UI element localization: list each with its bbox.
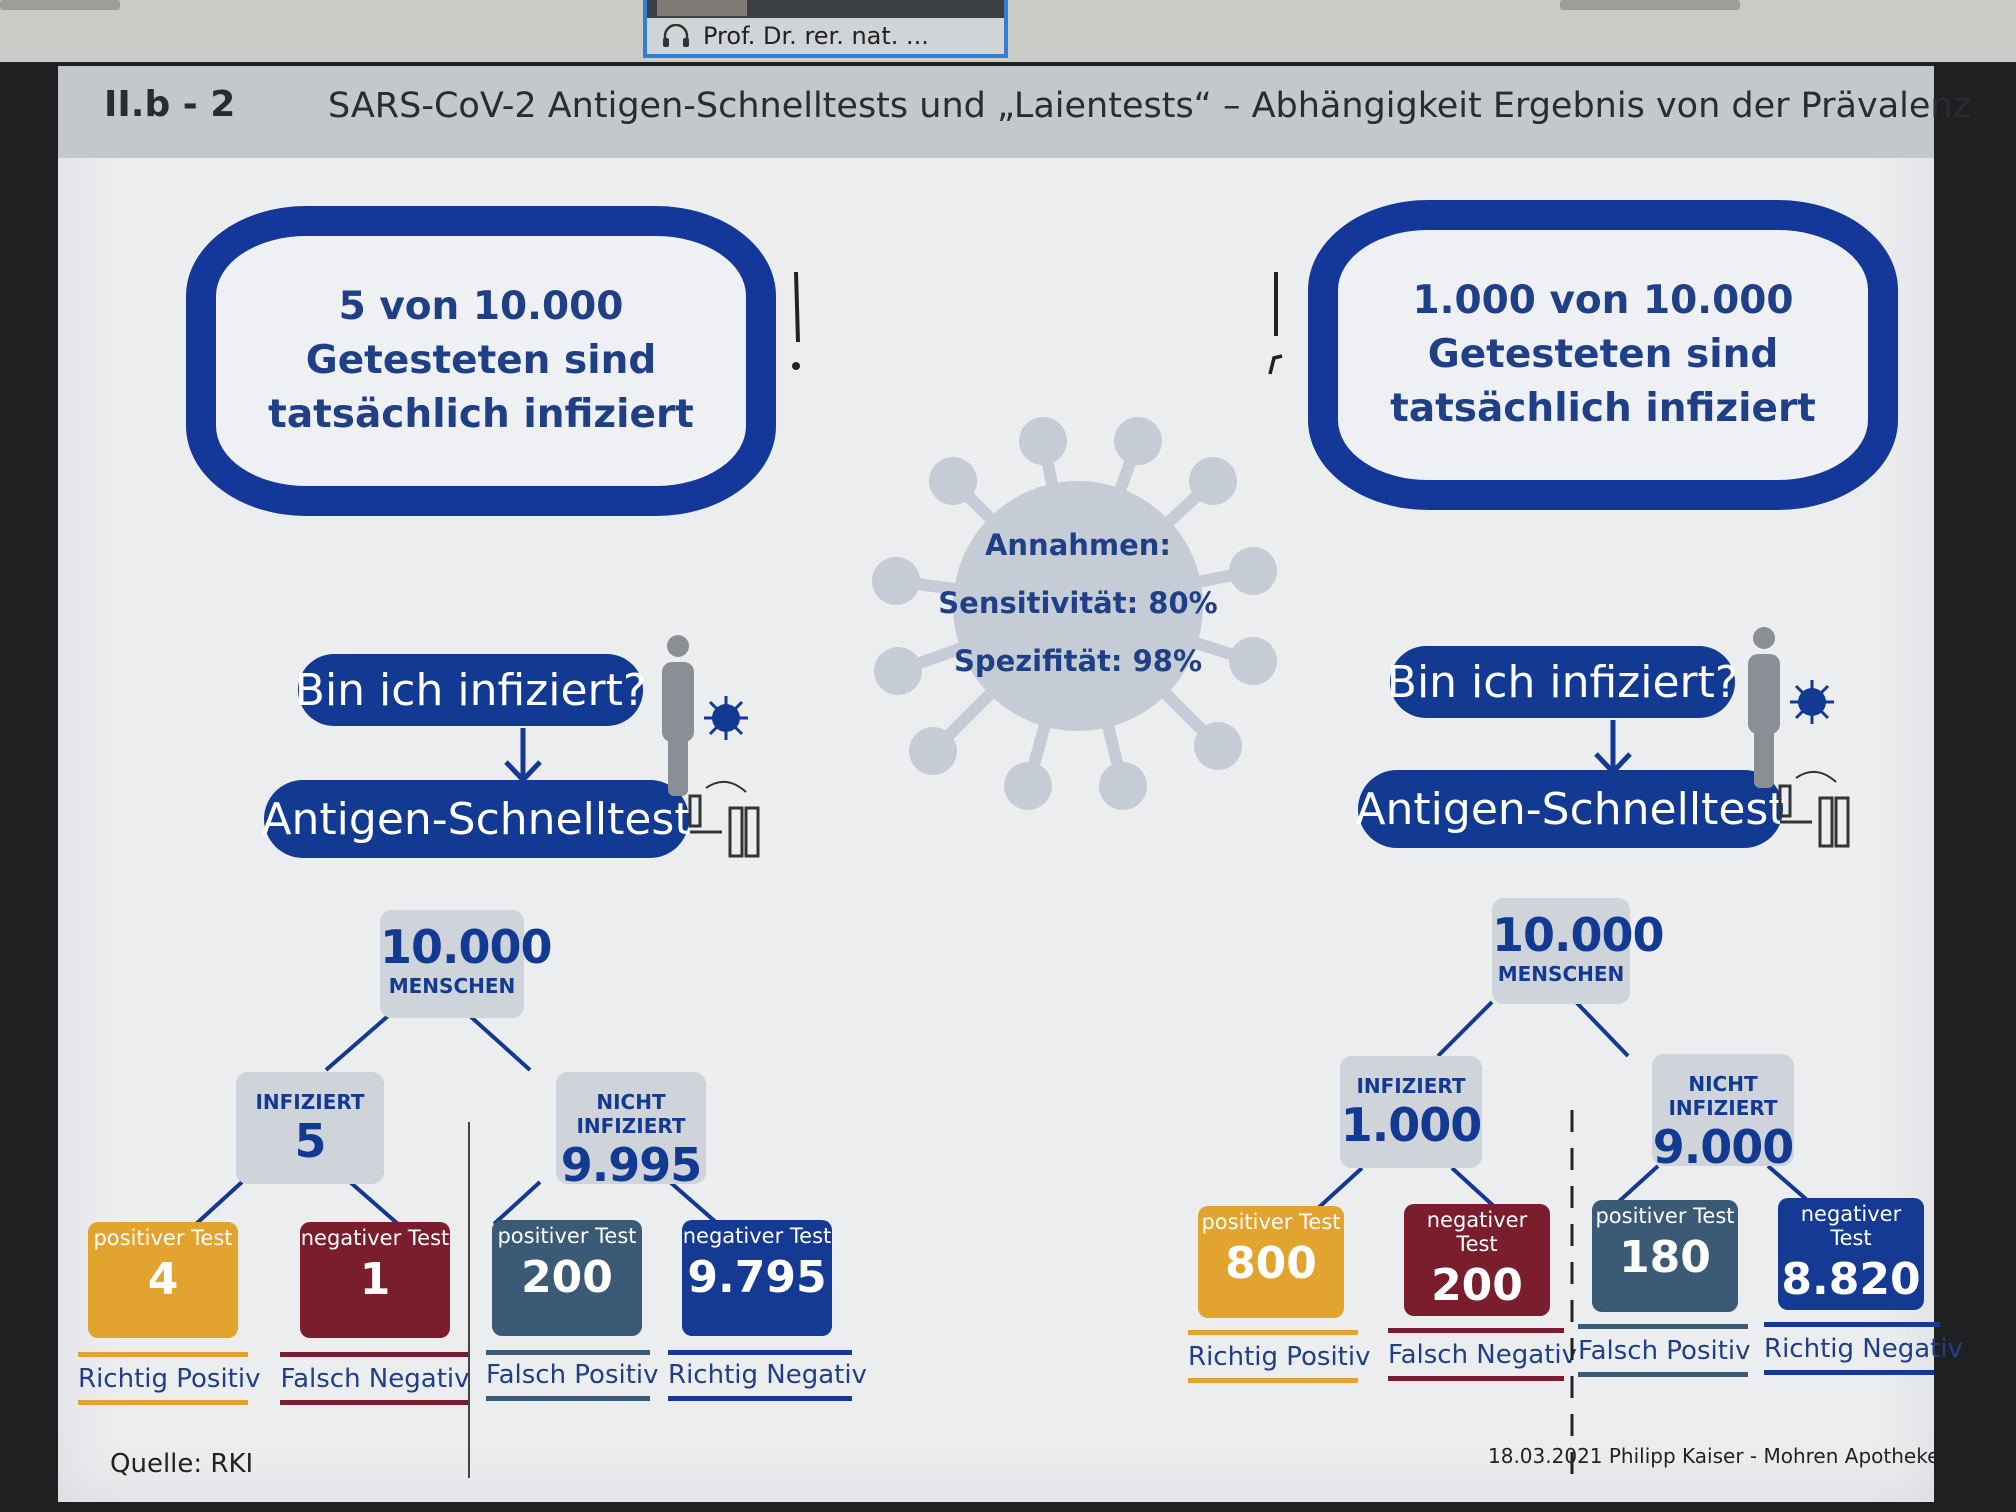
result-label: Falsch Negativ <box>1388 1340 1577 1370</box>
underline-wine <box>1388 1376 1564 1381</box>
meeting-top-bar: Prof. Dr. rer. nat. ... <box>0 0 2016 62</box>
participant-name-bar: Prof. Dr. rer. nat. ... <box>647 18 1004 54</box>
arrow-down-icon <box>1594 720 1632 776</box>
prevalence-line: Getesteten sind <box>305 338 657 383</box>
result-label: Richtig Negativ <box>668 1360 867 1390</box>
prevalence-box-right: 1.000 von 10.000 Getesteten sind tatsäch… <box>1308 200 1898 510</box>
outcome-box-true-negative-right: negativer Test 8.820 <box>1778 1198 1924 1310</box>
participant-video-tile[interactable]: Prof. Dr. rer. nat. ... <box>643 0 1008 58</box>
assumptions-heading: Annahmen: <box>984 528 1172 562</box>
infected-node-right: INFIZIERT 1.000 <box>1340 1056 1482 1168</box>
test-kit-icon <box>688 781 760 858</box>
prevalence-line: 1.000 von 10.000 <box>1412 278 1794 323</box>
test-pill-right: Antigen-Schnelltest <box>1355 770 1786 848</box>
result-label: Falsch Positiv <box>1578 1336 1751 1366</box>
not-infected-node-left: NICHT INFIZIERT 9.995 <box>556 1072 706 1192</box>
underline-slate <box>1578 1372 1748 1377</box>
outcome-box-false-positive-right: positiver Test 180 <box>1592 1200 1738 1312</box>
top-bar-blurred-text <box>0 0 120 10</box>
underline-wine <box>1388 1328 1564 1333</box>
result-label: Falsch Negativ <box>280 1364 470 1394</box>
arrow-down-icon <box>504 728 542 784</box>
underline-gold <box>78 1400 248 1405</box>
outcome-box-false-negative-left: negativer Test 1 <box>300 1222 450 1338</box>
outcome-box-true-positive-right: positiver Test 800 <box>1198 1206 1344 1318</box>
question-pill-left: Bin ich infiziert? <box>295 654 646 726</box>
participant-name: Prof. Dr. rer. nat. ... <box>703 22 929 50</box>
divider-line <box>468 1122 470 1478</box>
specificity-value: Spezifität: 98% <box>953 644 1203 678</box>
top-bar-blurred-text <box>1560 0 1740 10</box>
underline-navy <box>668 1350 852 1355</box>
person-with-germ-icon <box>662 635 748 796</box>
presentation-slide: II.b - 2 SARS-CoV-2 Antigen-Schnelltests… <box>58 66 2016 1502</box>
result-label: Richtig Positiv <box>78 1364 261 1394</box>
not-infected-node-right: NICHT INFIZIERT 9.000 <box>1652 1054 1794 1174</box>
underline-slate <box>486 1350 650 1355</box>
underline-navy <box>668 1396 852 1401</box>
assumptions-block: Annahmen: Sensitivität: 80% Spezifität: … <box>928 516 1228 690</box>
dashed-divider <box>1570 1110 1574 1490</box>
camera-feed <box>657 0 747 16</box>
prevalence-line: 5 von 10.000 <box>338 284 624 329</box>
test-kit-icon <box>1778 771 1850 848</box>
source-note: Quelle: RKI <box>110 1449 254 1479</box>
underline-gold <box>78 1352 248 1357</box>
pen-annotation <box>792 271 800 370</box>
underline-wine <box>280 1400 470 1405</box>
headset-icon <box>663 24 689 47</box>
outcome-box-false-positive-left: positiver Test 200 <box>492 1220 642 1336</box>
result-label: Richtig Positiv <box>1188 1342 1371 1372</box>
pen-annotation <box>1268 272 1283 375</box>
slide-number: II.b - 2 <box>104 84 236 125</box>
underline-navy <box>1764 1322 1940 1327</box>
root-node-right: 10.000 MENSCHEN <box>1492 898 1665 1004</box>
underline-wine <box>280 1352 470 1357</box>
infected-node-left: INFIZIERT 5 <box>236 1072 384 1184</box>
underline-slate <box>486 1396 650 1401</box>
slide-title: SARS-CoV-2 Antigen-Schnelltests und „Lai… <box>328 86 1971 126</box>
slide-header: II.b - 2 SARS-CoV-2 Antigen-Schnelltests… <box>58 66 1971 158</box>
underline-gold <box>1188 1378 1358 1383</box>
person-with-germ-icon <box>1748 627 1834 788</box>
result-label: Falsch Positiv <box>486 1360 659 1390</box>
root-node-left: 10.000 MENSCHEN <box>380 910 553 1018</box>
outcome-box-true-negative-left: negativer Test 9.795 <box>682 1220 832 1336</box>
sensitivity-value: Sensitivität: 80% <box>938 586 1218 620</box>
slide-footer: 18.03.2021 Philipp Kaiser - Mohren Apoth… <box>1488 1444 2016 1468</box>
underline-navy <box>1764 1370 1934 1375</box>
prevalence-line: Getesteten sind <box>1427 332 1779 377</box>
prevalence-line: tatsächlich infiziert <box>1390 386 1816 431</box>
outcome-box-true-positive-left: positiver Test 4 <box>88 1222 238 1338</box>
result-label: Richtig Negativ <box>1764 1334 1963 1364</box>
test-pill-left: Antigen-Schnelltest <box>261 780 692 858</box>
underline-slate <box>1578 1324 1748 1329</box>
underline-gold <box>1188 1330 1358 1335</box>
outcome-box-false-negative-right: negativer Test 200 <box>1404 1204 1550 1316</box>
question-pill-right: Bin ich infiziert? <box>1387 646 1738 718</box>
prevalence-box-left: 5 von 10.000 Getesteten sind tatsächlich… <box>186 206 776 516</box>
virus-icon <box>872 417 1277 810</box>
prevalence-line: tatsächlich infiziert <box>268 392 694 437</box>
